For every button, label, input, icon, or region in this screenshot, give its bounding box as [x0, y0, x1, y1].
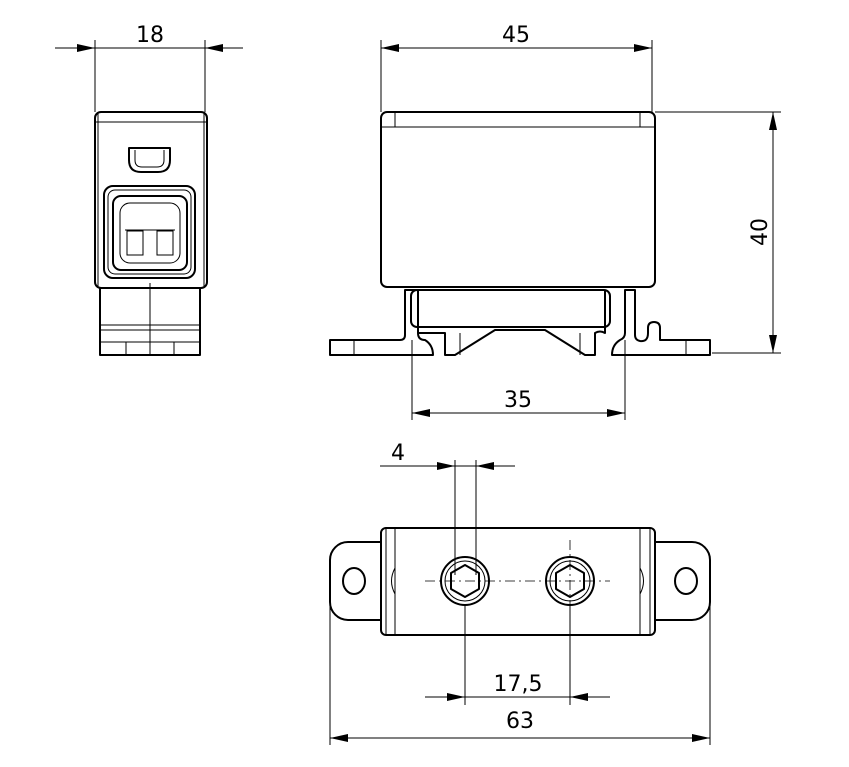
dimension-bolt-spacing: 17,5: [425, 606, 610, 705]
dimension-side-width: 18: [55, 23, 243, 112]
dim-4-label: 4: [391, 441, 405, 466]
dimension-height: 40: [655, 111, 781, 354]
side-view: [94, 111, 208, 356]
dim-35-label: 35: [504, 388, 532, 413]
dim-63-label: 63: [506, 709, 534, 734]
dim-17-5-label: 17,5: [494, 672, 543, 697]
dimension-front-width: 45: [380, 23, 653, 112]
dimension-total-length: 63: [329, 585, 711, 745]
top-view: [329, 527, 711, 636]
dim-45-label: 45: [502, 23, 530, 48]
dim-40-label: 40: [748, 218, 773, 246]
dim-18-label: 18: [136, 23, 164, 48]
dimension-rail-width: 35: [411, 340, 626, 420]
front-view: [329, 111, 711, 356]
dimension-hole: 4: [380, 441, 515, 575]
